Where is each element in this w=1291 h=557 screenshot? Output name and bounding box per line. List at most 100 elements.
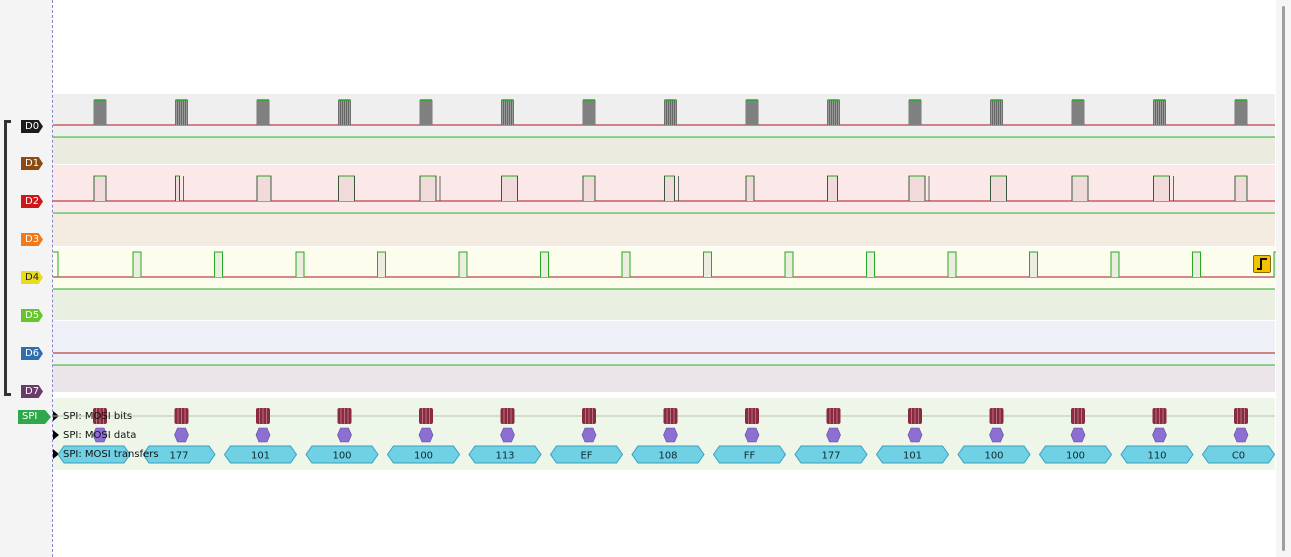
d4-pulse-fill <box>540 252 549 277</box>
d2-pulse-fill <box>664 176 675 201</box>
transfer-cell-4[interactable]: 113 <box>468 445 542 464</box>
transfer-cell-7[interactable]: FF <box>712 445 787 464</box>
transfer-value: 101 <box>251 451 270 462</box>
transfer-value: 100 <box>414 451 433 462</box>
scrollbar-thumb[interactable] <box>1282 6 1285 551</box>
transfer-cell-shape <box>875 445 950 464</box>
d4-start <box>53 251 59 277</box>
mosi-data-marker <box>174 427 189 443</box>
rising-edge-trigger-icon[interactable] <box>1253 255 1271 273</box>
cursor-marker-line[interactable] <box>52 0 53 557</box>
transfer-cell-11[interactable]: 100 <box>1038 445 1113 464</box>
transfer-cell-10[interactable]: 100 <box>957 445 1031 464</box>
mosi-data-marker <box>500 427 515 443</box>
d2-pulse-fill <box>175 176 180 201</box>
d4-pulse <box>132 251 142 277</box>
transfer-cell-6[interactable]: 108 <box>631 445 705 464</box>
transfer-cell-5[interactable]: EF <box>549 445 624 464</box>
d2-pulse-fill <box>1153 176 1170 201</box>
d4-pulse-fill <box>133 252 141 277</box>
transfer-cell-shape <box>794 445 868 464</box>
d4-pulse-fill <box>866 252 875 277</box>
channel-label-d5[interactable]: D5 <box>21 309 43 322</box>
d4-pulse <box>703 251 712 277</box>
mosi-data-marker <box>255 427 271 443</box>
d4-pulse-fill <box>703 252 712 277</box>
transfer-cell-shape <box>223 445 298 464</box>
d4-pulse-fill <box>296 252 304 277</box>
mosi-data-marker <box>1233 427 1249 443</box>
channel-label-d2[interactable]: D2 <box>21 195 43 208</box>
transfer-value: 100 <box>984 451 1003 462</box>
mosi-data-marker <box>581 427 597 443</box>
mosi-data-marker <box>907 427 923 443</box>
d4-pulse <box>866 251 875 277</box>
channel-label-d7[interactable]: D7 <box>21 385 43 398</box>
d4-pulse <box>784 251 794 277</box>
transfer-cell-shape <box>957 445 1031 464</box>
d2-pulse-fill <box>1072 176 1088 201</box>
lane-d7 <box>53 365 1275 392</box>
d2-pulse-fill <box>583 176 595 201</box>
d4-pulse <box>1029 251 1038 277</box>
transfer-value: FF <box>744 451 756 462</box>
transfer-cell-shape <box>549 445 624 464</box>
transfer-value: C0 <box>1232 451 1245 462</box>
channel-label-d6[interactable]: D6 <box>21 347 43 360</box>
transfer-cell-1[interactable]: 101 <box>223 445 298 464</box>
transfer-value: EF <box>580 451 592 462</box>
channel-label-d0[interactable]: D0 <box>21 120 43 133</box>
mosi-data-marker <box>663 427 678 443</box>
mosi-data-marker <box>92 427 108 443</box>
lane-d4 <box>53 247 1275 288</box>
d2-pulse-fill <box>746 176 754 201</box>
spi-decoder-tag[interactable]: SPI <box>18 410 51 424</box>
expand-mosi-transfers-icon[interactable] <box>53 449 59 459</box>
mosi-data-row-label: SPI: MOSI data <box>63 430 137 441</box>
transfer-cell-8[interactable]: 177 <box>794 445 868 464</box>
transfer-cell-2[interactable]: 100 <box>305 445 379 464</box>
transfer-cell-13[interactable]: C0 <box>1201 445 1276 464</box>
transfer-value: 100 <box>332 451 351 462</box>
d2-pulse-fill <box>1235 176 1247 201</box>
transfer-cell-0[interactable]: 177 <box>142 445 216 464</box>
d4-pulse <box>458 251 468 277</box>
channel-label-d4[interactable]: D4 <box>21 271 43 284</box>
channel-label-d1[interactable]: D1 <box>21 157 43 170</box>
expand-mosi-data-icon[interactable] <box>53 430 59 440</box>
d4-pulse <box>1110 251 1120 277</box>
transfer-value: 101 <box>903 451 922 462</box>
transfer-value: 108 <box>658 451 677 462</box>
d4-pulse-fill <box>1029 252 1038 277</box>
transfer-cell-shape <box>142 445 216 464</box>
d2-pulse-fill <box>909 176 925 201</box>
d4-pulse <box>377 251 386 277</box>
transfer-value: 177 <box>821 451 840 462</box>
d4-pulse-fill <box>459 252 467 277</box>
transfer-cell-shape <box>712 445 787 464</box>
transfer-cell-3[interactable]: 100 <box>386 445 461 464</box>
transfer-cell-shape <box>631 445 705 464</box>
d2-pulse-fill <box>501 176 518 201</box>
transfer-cell-shape <box>468 445 542 464</box>
channel-label-d3[interactable]: D3 <box>21 233 43 246</box>
d4-pulse <box>295 251 305 277</box>
d2-pulse-fill <box>420 176 436 201</box>
lane-d5 <box>53 289 1275 320</box>
d4-pulse <box>947 251 957 277</box>
d4-pulse-fill <box>948 252 956 277</box>
transfer-value: 100 <box>1066 451 1085 462</box>
d2-pulse-fill <box>94 176 106 201</box>
transfer-cell-partial[interactable] <box>57 445 131 464</box>
transfer-value: 110 <box>1147 451 1166 462</box>
mosi-data-marker <box>418 427 434 443</box>
mosi-data-marker <box>826 427 841 443</box>
d4-pulse-fill <box>214 252 223 277</box>
d4-pulse-fill <box>622 252 630 277</box>
transfer-cell-shape <box>305 445 379 464</box>
lane-d1 <box>53 137 1275 164</box>
transfer-cell-9[interactable]: 101 <box>875 445 950 464</box>
mosi-data-marker <box>1070 427 1086 443</box>
transfer-cell-12[interactable]: 110 <box>1120 445 1194 464</box>
